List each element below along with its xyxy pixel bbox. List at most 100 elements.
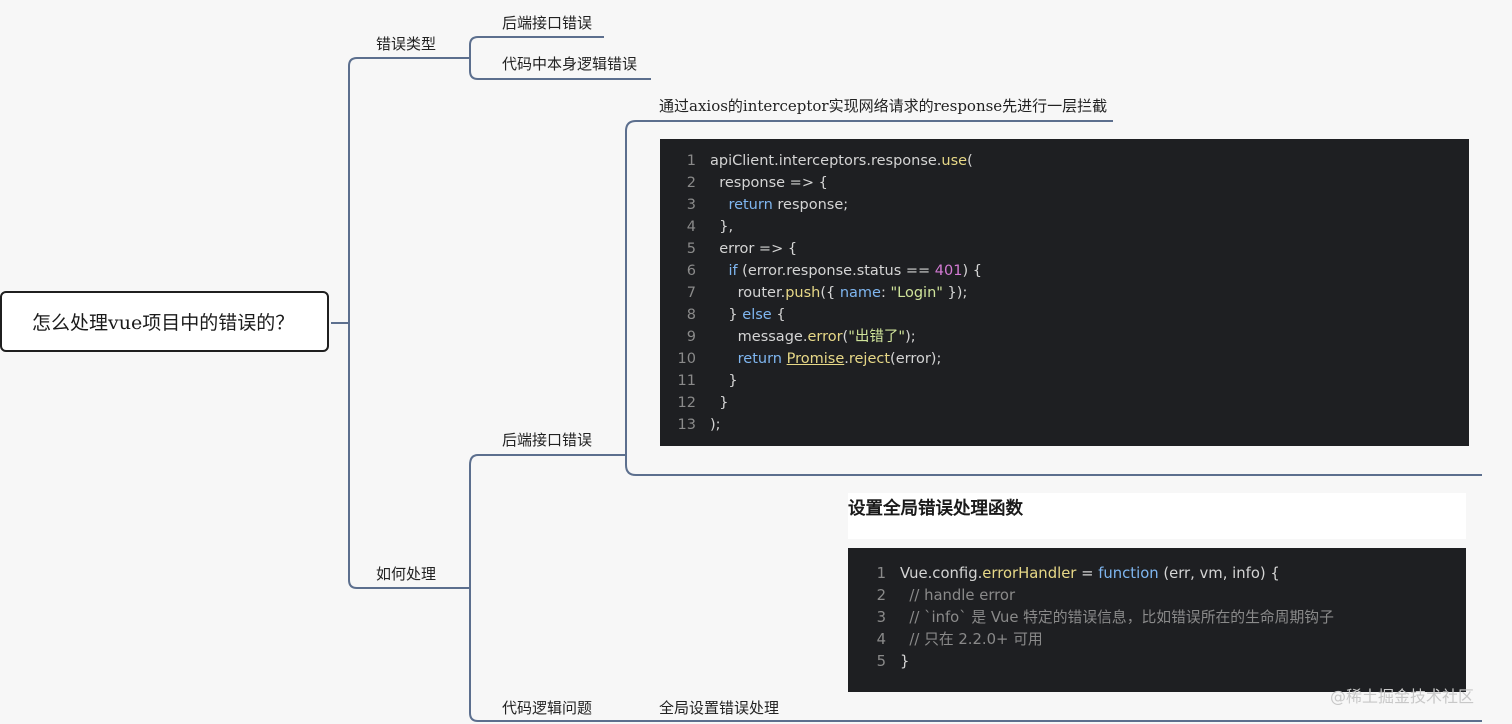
node-global-handler[interactable]: 全局设置错误处理 <box>659 699 780 717</box>
line-number: 2 <box>876 587 886 604</box>
code-token <box>710 263 728 279</box>
line-number: 2 <box>686 175 696 191</box>
code-text: } <box>710 392 728 414</box>
code-line: 5} <box>850 651 1466 673</box>
code-token: // handle error <box>900 587 1016 604</box>
root-node[interactable]: 怎么处理vue项目中的错误的？ <box>0 291 329 352</box>
line-number: 1 <box>686 153 696 169</box>
code-line: 7 router.push({ name: "Login" }); <box>660 282 1469 304</box>
node-interceptor-detail[interactable]: 通过axios的interceptor实现网络请求的response先进行一层拦… <box>659 97 1108 115</box>
code-token: (error.response.status == <box>737 263 935 279</box>
line-number: 13 <box>677 417 696 433</box>
code-token: }, <box>710 219 734 235</box>
line-number: 12 <box>677 395 696 411</box>
code-token: errorHandler <box>982 565 1077 582</box>
watermark: @稀土掘金技术社区 <box>1330 687 1475 706</box>
code-token: message. <box>710 329 808 345</box>
code-token: (error); <box>890 351 942 367</box>
code-text: apiClient.interceptors.response.use( <box>710 150 973 172</box>
code-line: 8 } else { <box>660 304 1469 326</box>
code-token: . <box>844 351 849 367</box>
code-token: error => { <box>710 241 798 257</box>
code-token: error <box>807 329 843 345</box>
code-line: 11 } <box>660 370 1469 392</box>
code-line: 1 Vue.config.errorHandler = function (err… <box>850 563 1466 585</box>
line-number: 11 <box>677 373 696 389</box>
code-text: } <box>900 651 909 673</box>
code-text: } <box>710 370 738 392</box>
code-line: 10 return Promise.reject(error); <box>660 348 1469 370</box>
code-text: // handle error <box>900 585 1015 607</box>
node-handling-backend[interactable]: 后端接口错误 <box>502 431 593 449</box>
node-handling-logic[interactable]: 代码逻辑问题 <box>502 699 593 717</box>
code-token: push <box>785 285 821 301</box>
code-token: response => { <box>710 175 828 191</box>
line-number: 5 <box>686 241 696 257</box>
code-block-error-handler: 1 Vue.config.errorHandler = function (err… <box>848 548 1466 692</box>
heading-label: 设置全局错误处理函数 <box>848 499 1023 519</box>
code-token: ) { <box>962 263 982 279</box>
code-text: // `info` 是 Vue 特定的错误信息，比如错误所在的生命周期钩子 <box>900 607 1334 629</box>
code-token: } <box>710 373 738 389</box>
line-number: 8 <box>686 307 696 323</box>
code-text: error => { <box>710 238 797 260</box>
node-error-types[interactable]: 错误类型 <box>376 35 437 53</box>
code-token: // `info` 是 Vue 特定的错误信息，比如错误所在的生命周期钩子 <box>900 609 1334 626</box>
code-line: 2 response => { <box>660 172 1469 194</box>
line-number: 6 <box>686 263 696 279</box>
code-token: "Login" <box>890 285 943 301</box>
code-token: use <box>941 153 968 169</box>
code-token <box>710 197 728 213</box>
code-line: 4 }, <box>660 216 1469 238</box>
code-token: (err, vm, info) { <box>1158 565 1280 582</box>
code-text: response => { <box>710 172 828 194</box>
line-number: 1 <box>876 565 886 582</box>
code-token: Promise <box>786 351 845 367</box>
line-number: 7 <box>686 285 696 301</box>
code-line: 13); <box>660 414 1469 436</box>
code-heading: 设置全局错误处理函数 <box>848 493 1466 539</box>
code-line: 9 message.error("出错了"); <box>660 326 1469 348</box>
code-token: ( <box>842 329 849 345</box>
code-line: 12 } <box>660 392 1469 414</box>
code-text: Vue.config.errorHandler = function (err,… <box>900 563 1280 585</box>
root-label: 怎么处理vue项目中的错误的？ <box>32 312 295 334</box>
code-text: if (error.response.status == 401) { <box>710 260 982 282</box>
code-token: if <box>728 263 738 279</box>
code-token: : <box>880 285 891 301</box>
code-line: 5 error => { <box>660 238 1469 260</box>
node-logic-error[interactable]: 代码中本身逻辑错误 <box>502 55 638 73</box>
code-line: 6 if (error.response.status == 401) { <box>660 260 1469 282</box>
code-token <box>710 351 738 367</box>
code-token: = <box>1076 565 1099 582</box>
line-number: 3 <box>876 609 886 626</box>
code-token: reject <box>848 351 891 367</box>
code-token: return <box>728 197 773 213</box>
node-handling[interactable]: 如何处理 <box>376 565 437 583</box>
code-token: } <box>710 307 743 323</box>
code-token: response; <box>772 197 849 213</box>
code-token: function <box>1098 565 1159 582</box>
code-token: } <box>900 653 910 670</box>
code-token: return <box>737 351 782 367</box>
code-line: 4 // 只在 2.2.0+ 可用 <box>850 629 1466 651</box>
line-number: 9 <box>686 329 696 345</box>
code-line: 2 // handle error <box>850 585 1466 607</box>
code-token: ( <box>967 153 973 169</box>
line-number: 3 <box>686 197 696 213</box>
code-text: router.push({ name: "Login" }); <box>710 282 968 304</box>
code-text: return response; <box>710 194 848 216</box>
code-token: apiClient.interceptors.response. <box>710 153 942 169</box>
code-token: }); <box>942 285 968 301</box>
code-token: Vue.config. <box>900 565 983 582</box>
code-token: ); <box>710 417 721 433</box>
line-number: 4 <box>686 219 696 235</box>
code-text: message.error("出错了"); <box>710 326 916 348</box>
code-token: { <box>771 307 786 323</box>
code-token: router. <box>710 285 786 301</box>
node-backend-error[interactable]: 后端接口错误 <box>502 14 593 32</box>
code-token: else <box>742 307 772 323</box>
code-token: ); <box>905 329 916 345</box>
line-number: 5 <box>876 653 886 670</box>
